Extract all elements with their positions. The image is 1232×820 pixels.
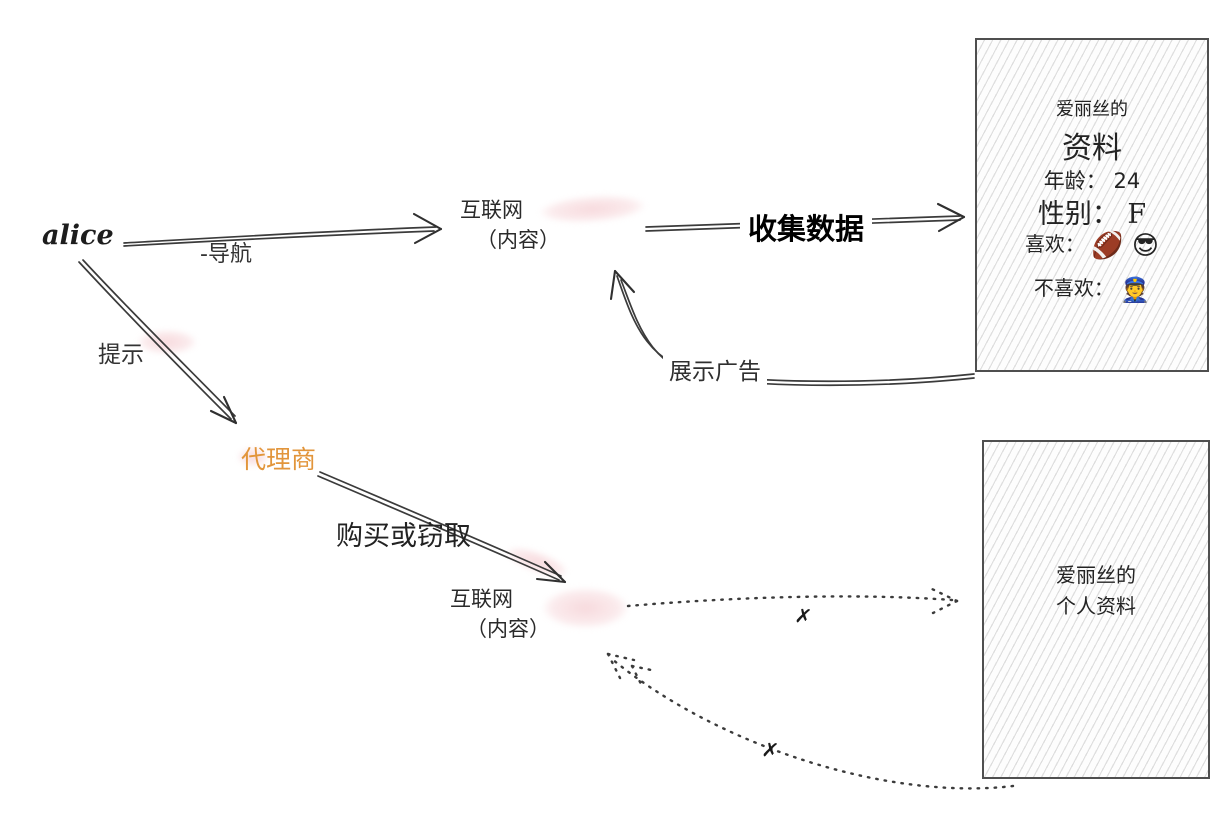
node-internet-top-line1: 互联网: [460, 198, 523, 222]
node-internet-bottom-line1: 互联网: [450, 587, 513, 611]
profile-card-content: 爱丽丝的 资料 年龄： 24 性别： F 喜欢： 🏈 😎 不喜欢： 👮: [977, 40, 1207, 370]
arrow-personal-to-internet-bottom-blocked: [606, 652, 1015, 790]
node-alice: alice: [42, 220, 114, 251]
edge-label-collect-data: 收集数据: [740, 206, 873, 248]
profile-title: 资料: [1062, 131, 1122, 166]
arrow-alice-to-agent: [78, 259, 238, 425]
football-and-sunglasses-emoji: 🏈 😎: [1091, 231, 1160, 261]
highlight-smudge-internet-bottom: [543, 588, 628, 628]
personal-data-card: 爱丽丝的 个人资料: [982, 440, 1210, 779]
personal-data-card-content: 爱丽丝的 个人资料: [984, 442, 1208, 777]
profile-age: 年龄： 24: [977, 165, 1207, 195]
blocked-cross-bottom: ✗: [760, 736, 781, 764]
node-internet-top-line2: （内容）: [476, 228, 560, 252]
highlight-smudge-agent: [238, 448, 268, 466]
arrow-internet-bottom-to-personal-blocked: [626, 587, 959, 615]
edge-label-navigate: -导航: [200, 242, 252, 267]
profile-age-value: 24: [1113, 169, 1141, 193]
edge-label-show-ads: 展示广告: [663, 352, 767, 386]
arrow-agent-to-internet-bottom: [317, 471, 567, 584]
edge-label-prompt: 提示: [98, 342, 144, 368]
profile-likes-label: 喜欢：: [1024, 232, 1092, 256]
profile-dislikes: 不喜欢： 👮: [977, 272, 1207, 304]
profile-owner: 爱丽丝的: [1056, 99, 1128, 120]
personal-data-line1: 爱丽丝的: [1056, 563, 1136, 587]
profile-gender-label: 性别：: [1037, 199, 1128, 230]
personal-data-line2: 个人资料: [1056, 594, 1136, 618]
profile-card: 爱丽丝的 资料 年龄： 24 性别： F 喜欢： 🏈 😎 不喜欢： 👮: [975, 38, 1209, 372]
profile-dislikes-label: 不喜欢：: [1033, 276, 1121, 300]
personal-data-text: 爱丽丝的 个人资料: [984, 560, 1208, 622]
blocked-cross-top: ✗: [793, 602, 814, 630]
profile-gender-value: F: [1127, 199, 1147, 230]
profile-gender: 性别： F: [977, 192, 1207, 231]
profile-age-label: 年龄：: [1043, 169, 1114, 193]
police-officer-emoji: 👮: [1120, 276, 1151, 304]
profile-likes: 喜欢： 🏈 😎: [977, 228, 1207, 261]
arrow-alice-to-internet: [123, 212, 443, 247]
node-agent: 代理商: [241, 445, 317, 474]
edge-label-buy-or-steal: 购买或窃取: [336, 521, 471, 552]
node-internet-bottom-line2: （内容）: [466, 617, 550, 641]
